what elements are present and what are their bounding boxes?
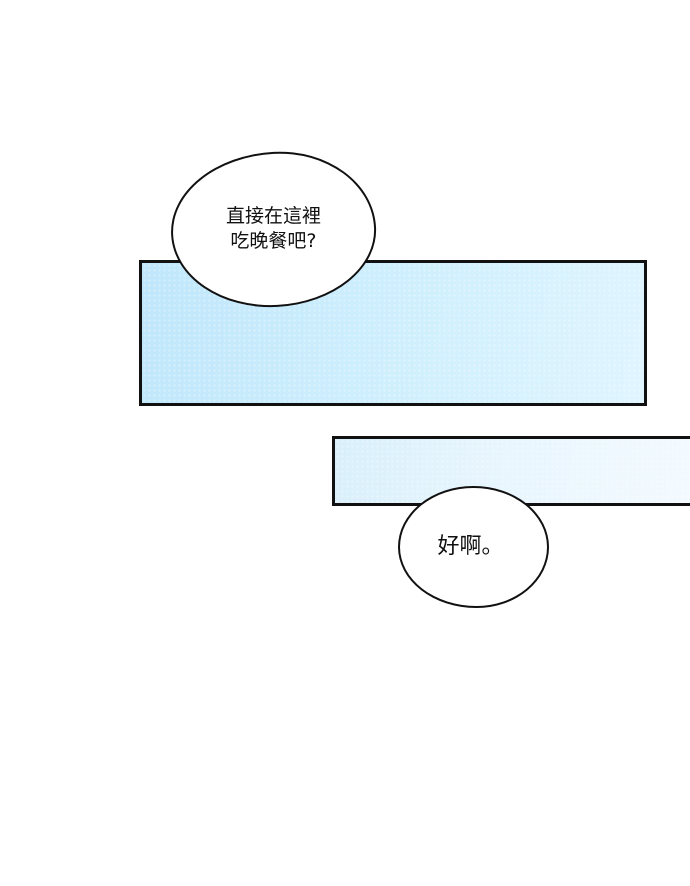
- speech-line-answer: 好啊。: [437, 534, 504, 559]
- speech-bubble-answer-text: 好啊。: [437, 533, 503, 561]
- screentone-texture: [335, 439, 690, 503]
- speech-line-1: 直接在這裡: [225, 204, 321, 227]
- speech-bubble-answer: 好啊。: [398, 486, 549, 608]
- speech-line-2: 吃晚餐吧?: [230, 229, 317, 252]
- speech-bubble-question-text: 直接在這裡 吃晚餐吧?: [226, 204, 321, 254]
